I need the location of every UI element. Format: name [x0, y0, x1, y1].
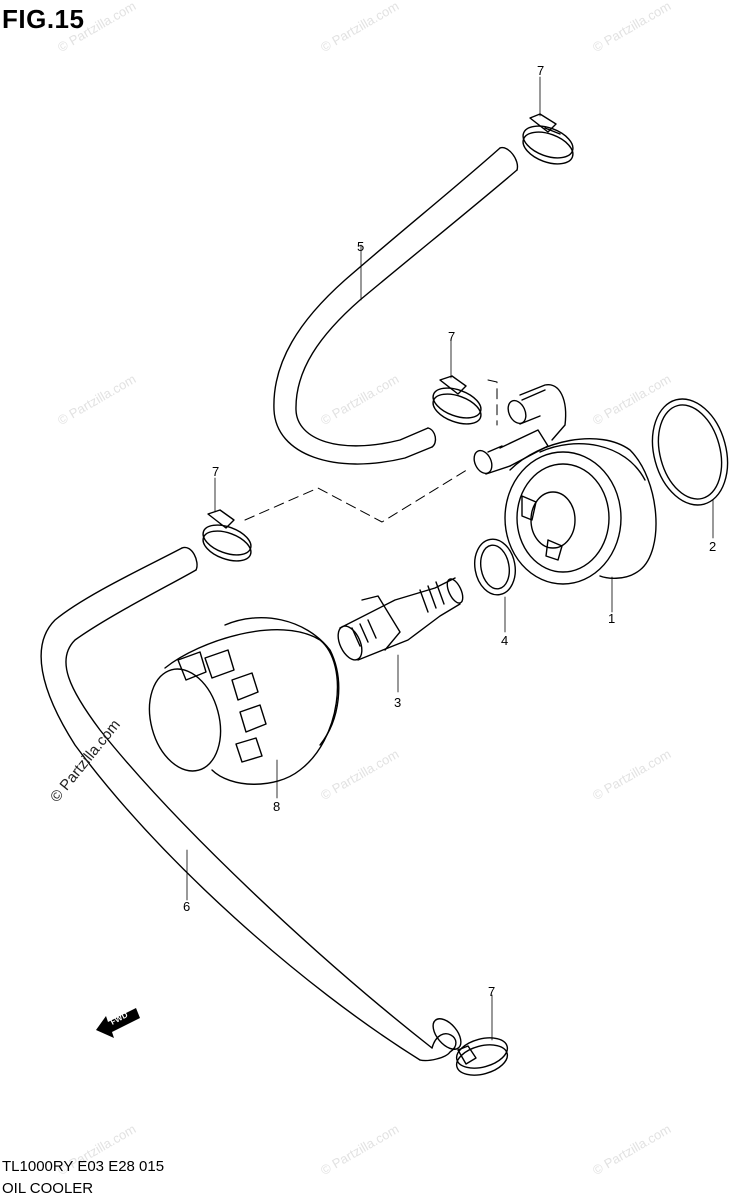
model-code: TL1000RY E03 E28 015	[2, 1158, 165, 1175]
callout-union-bolt[interactable]: 3	[394, 695, 402, 710]
hose-lower	[40, 546, 462, 1062]
callout-clamp-mid[interactable]: 7	[448, 329, 456, 344]
clamp-left	[202, 509, 252, 562]
leader-lines	[186, 76, 714, 1041]
section-name: OIL COOLER	[2, 1180, 94, 1197]
callout-hose-upper[interactable]: 5	[357, 239, 365, 254]
callout-oil-cooler[interactable]: 1	[608, 611, 616, 626]
callout-o-ring-small[interactable]: 4	[501, 633, 509, 648]
forward-direction-arrow	[96, 1008, 140, 1038]
callout-clamp-top[interactable]: 7	[537, 63, 545, 78]
callout-hose-lower[interactable]: 6	[183, 899, 191, 914]
callout-clamp-bottom[interactable]: 7	[488, 984, 496, 999]
hose-upper	[273, 146, 519, 465]
oil-filter	[148, 617, 340, 785]
o-ring-large	[651, 398, 729, 506]
callout-oil-filter[interactable]: 8	[273, 799, 281, 814]
clamp-mid	[432, 375, 482, 425]
clamp-top	[522, 113, 574, 165]
oil-cooler	[473, 384, 657, 585]
callout-o-ring-large[interactable]: 2	[709, 539, 717, 554]
callout-clamp-left[interactable]: 7	[212, 464, 220, 479]
o-ring-small	[474, 538, 516, 596]
clamp-bottom	[455, 1037, 509, 1076]
figure-title: FIG.15	[2, 4, 85, 34]
union-bolt	[337, 577, 464, 661]
assembly-guide-lines	[244, 379, 498, 523]
